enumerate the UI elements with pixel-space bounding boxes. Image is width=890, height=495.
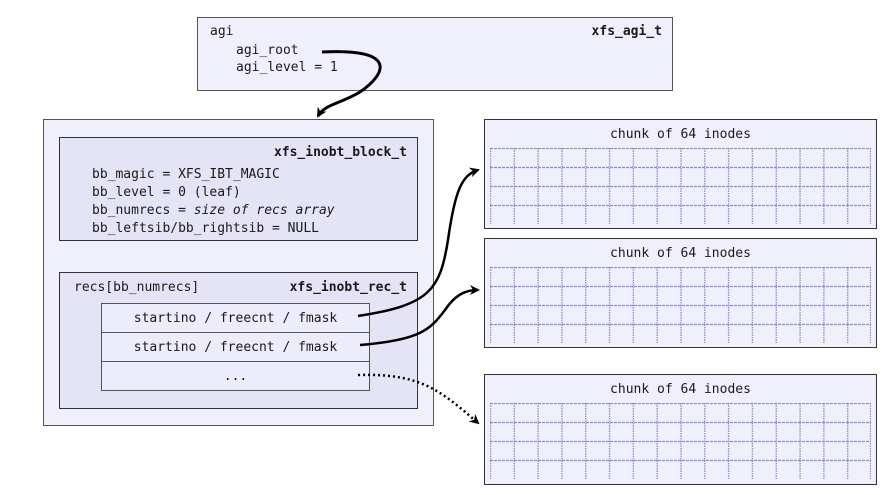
inode-chunk-2: chunk of 64 inodes bbox=[484, 238, 877, 348]
recs-table: startino / freecnt / fmask startino / fr… bbox=[101, 303, 370, 391]
inode-chunk-1: chunk of 64 inodes bbox=[484, 119, 877, 229]
chunk-title: chunk of 64 inodes bbox=[610, 127, 751, 142]
inode-grid bbox=[490, 403, 871, 479]
agi-level-field: agi_level = 1 bbox=[236, 60, 338, 75]
block-field-level: bb_level = 0 (leaf) bbox=[92, 185, 241, 200]
chunk-title: chunk of 64 inodes bbox=[610, 246, 751, 261]
rec-row: startino / freecnt / fmask bbox=[102, 304, 369, 333]
chunk-title: chunk of 64 inodes bbox=[610, 382, 751, 397]
rec-row-ellipsis: ... bbox=[223, 369, 248, 384]
block-field-magic: bb_magic = XFS_IBT_MAGIC bbox=[92, 167, 280, 182]
inode-grid bbox=[490, 267, 871, 343]
recs-name: recs[bb_numrecs] bbox=[74, 280, 200, 295]
agi-root-field: agi_root bbox=[236, 43, 299, 58]
agi-header-box: agi xfs_agi_t agi_root agi_level = 1 bbox=[197, 17, 673, 91]
block-field-numrecs: bb_numrecs = size of recs array bbox=[92, 203, 335, 218]
numrecs-desc: size of recs array bbox=[193, 203, 335, 218]
rec-row: startino / freecnt / fmask bbox=[102, 333, 369, 362]
inobt-block-header: xfs_inobt_block_t bb_magic = XFS_IBT_MAG… bbox=[59, 137, 418, 241]
block-field-siblings: bb_leftsib/bb_rightsib = NULL bbox=[92, 221, 319, 236]
inode-chunk-3: chunk of 64 inodes bbox=[484, 374, 877, 485]
agi-name: agi bbox=[210, 24, 234, 39]
recs-type: xfs_inobt_rec_t bbox=[289, 280, 407, 295]
numrecs-label: bb_numrecs = bbox=[92, 203, 194, 218]
inode-grid bbox=[490, 148, 871, 224]
block-type: xfs_inobt_block_t bbox=[273, 145, 407, 160]
agi-type: xfs_agi_t bbox=[591, 24, 662, 39]
